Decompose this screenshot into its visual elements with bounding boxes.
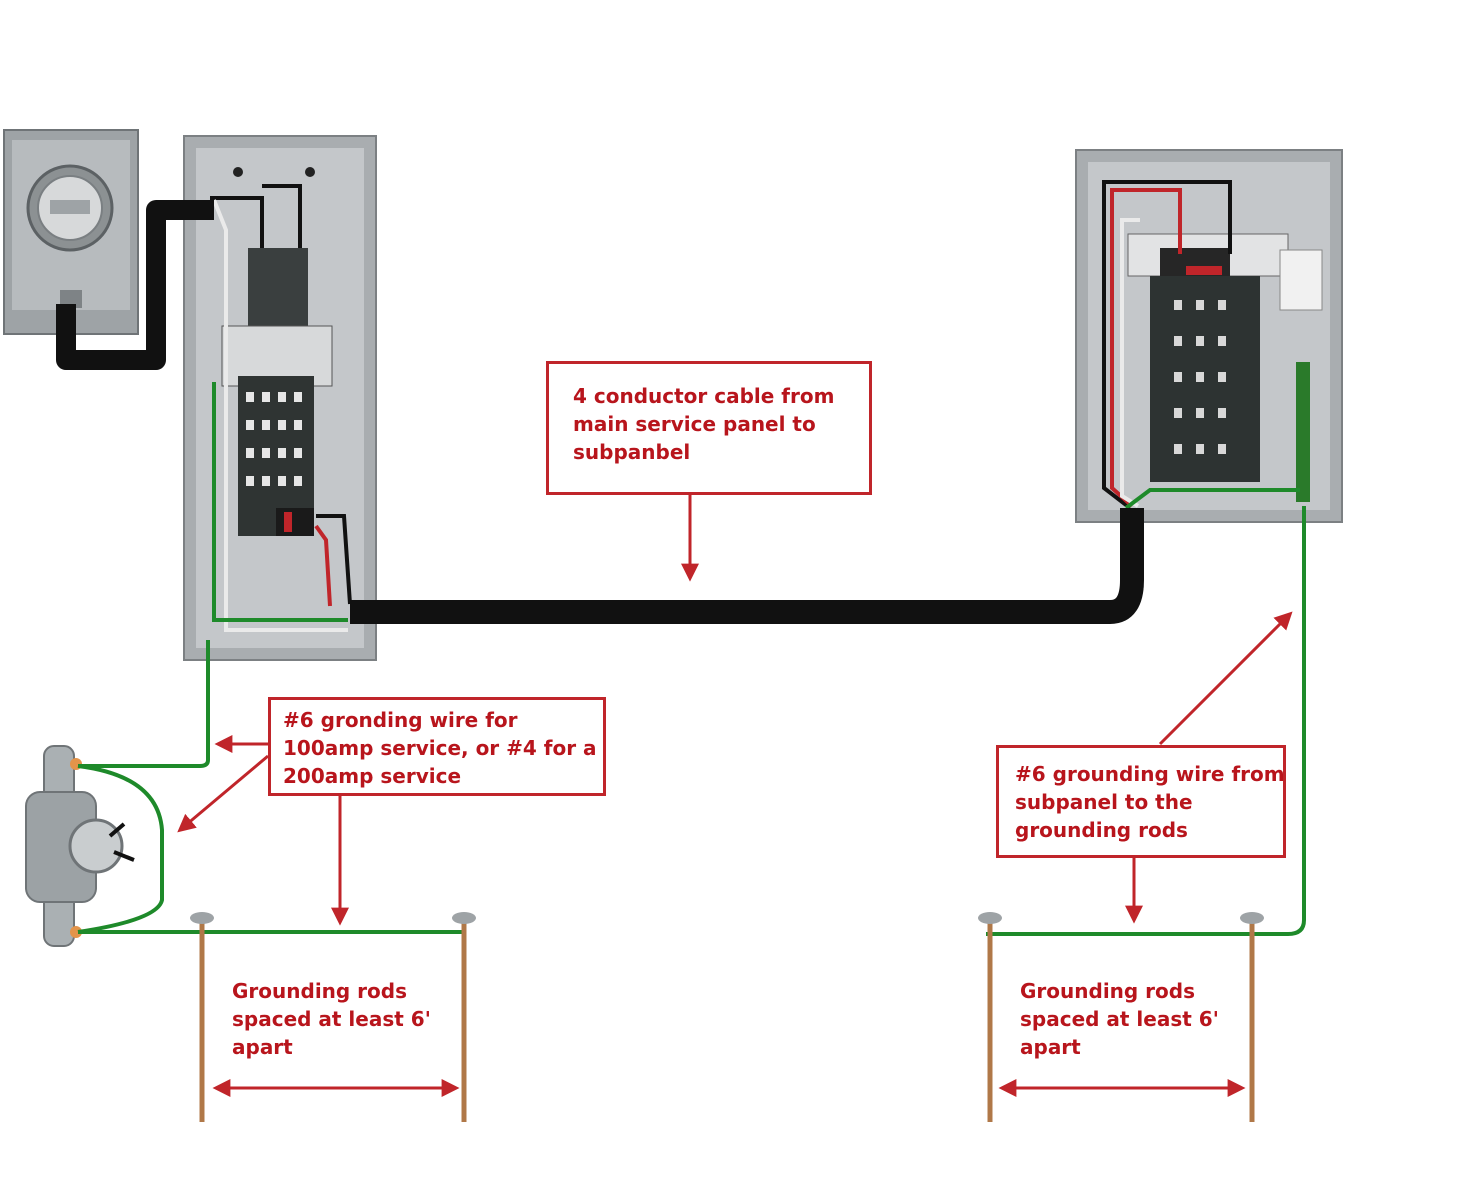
rods-left-label-line: spaced at least 6' bbox=[232, 1007, 431, 1031]
cable-callout-line: 4 conductor cable from bbox=[573, 384, 835, 408]
electric-meter-icon bbox=[3, 129, 139, 335]
water-meter-icon bbox=[25, 745, 135, 947]
annotation-arrows bbox=[177, 494, 1293, 1097]
main-ground-callout-line: 200amp service bbox=[283, 764, 462, 788]
subpanel-wires bbox=[1102, 180, 1300, 510]
rods-right-label-line: Grounding rods bbox=[1020, 979, 1196, 1003]
sub-ground-callout: #6 grounding wire from subpanel to the g… bbox=[996, 745, 1286, 858]
main-ground-callout-line: 100amp service, or #4 for a bbox=[283, 736, 597, 760]
grounding-rod-icon bbox=[190, 912, 1264, 1122]
sub-ground-callout-line: grounding rods bbox=[1015, 818, 1188, 842]
main-ground-callout-line: #6 gronding wire for bbox=[283, 708, 518, 732]
grounding-wires bbox=[77, 506, 1306, 936]
subpanel-icon bbox=[1075, 149, 1343, 523]
sub-ground-callout-line: #6 grounding wire from bbox=[1015, 762, 1285, 786]
sub-ground-callout-line: subpanel to the bbox=[1015, 790, 1193, 814]
main-ground-callout: #6 gronding wire for 100amp service, or … bbox=[268, 697, 606, 796]
rods-right-label-line: spaced at least 6' bbox=[1020, 1007, 1219, 1031]
cable-callout-line: main service panel to bbox=[573, 412, 816, 436]
rods-left-label-line: apart bbox=[232, 1035, 293, 1059]
rods-left-label-line: Grounding rods bbox=[232, 979, 408, 1003]
rods-left-label: Grounding rods spaced at least 6' apart bbox=[232, 977, 431, 1061]
service-entrance-cable bbox=[56, 200, 214, 370]
cable-callout-line: subpanbel bbox=[573, 440, 691, 464]
rods-right-label-line: apart bbox=[1020, 1035, 1081, 1059]
cable-callout: 4 conductor cable from main service pane… bbox=[546, 361, 872, 495]
four-conductor-cable bbox=[350, 508, 1144, 624]
rods-right-label: Grounding rods spaced at least 6' apart bbox=[1020, 977, 1219, 1061]
